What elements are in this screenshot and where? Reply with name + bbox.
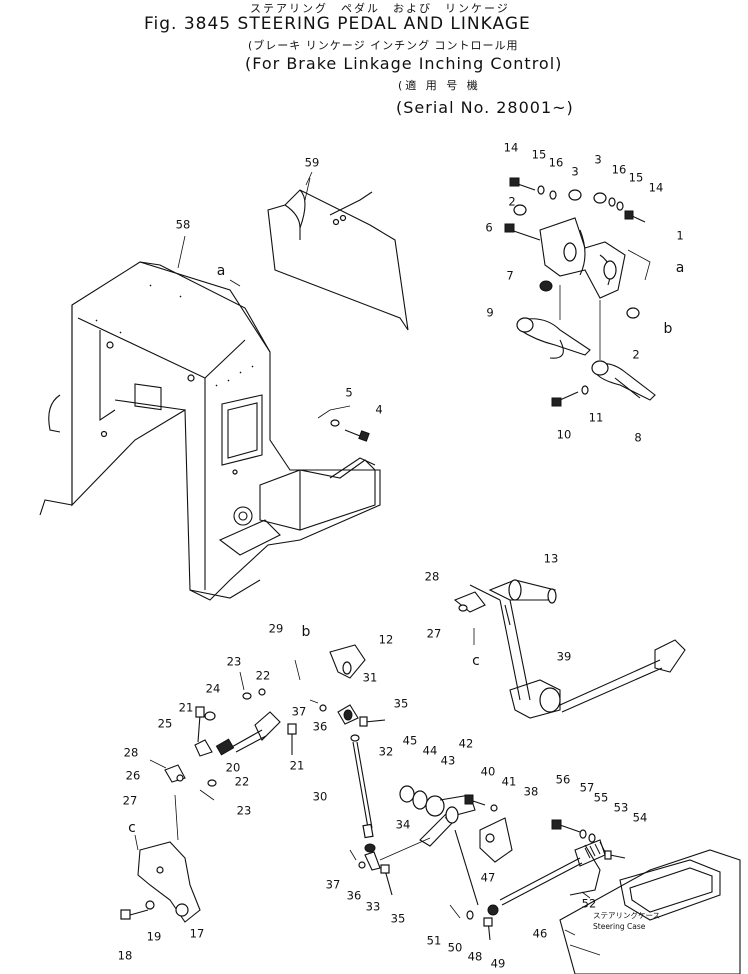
bolt-4-washer-5 (317, 405, 370, 442)
serial-number: (Serial No. 28001~) (396, 98, 574, 117)
part-number-7: 7 (506, 268, 514, 283)
part-number-16: 16 (611, 162, 627, 177)
steering-case-label-jp: ステアリングケース (593, 911, 661, 920)
part-number-55: 55 (593, 790, 609, 805)
figure-title: Fig. 3845 STEERING PEDAL AND LINKAGE (144, 14, 531, 34)
reference-mark-c: c (128, 820, 136, 836)
part-number-2: 2 (632, 347, 640, 362)
reference-mark-b: b (663, 321, 673, 337)
steering-frame-housing (39, 261, 381, 601)
part-number-49: 49 (490, 956, 506, 971)
subtitle-japanese: (ブレーキ リンケージ インチング コントロール用 (248, 39, 519, 52)
part-number-38: 38 (523, 784, 539, 799)
serial-label-japanese: (適 用 号 機 (398, 79, 481, 92)
part-number-31: 31 (362, 670, 378, 685)
part-number-13: 13 (543, 551, 559, 566)
part-number-36: 36 (346, 888, 362, 903)
part-number-12: 12 (378, 632, 394, 647)
part-number-3: 3 (571, 164, 579, 179)
pedal-bracket-group (504, 177, 656, 407)
part-number-30: 30 (312, 789, 328, 804)
part-number-6: 6 (485, 220, 493, 235)
reference-mark-b: b (301, 624, 311, 640)
clevis-31-rod-30 (309, 699, 393, 896)
part-number-54: 54 (632, 810, 648, 825)
part-number-35: 35 (393, 696, 409, 711)
part-number-26: 26 (125, 768, 141, 783)
part-number-53: 53 (613, 800, 629, 815)
part-number-22: 22 (234, 774, 250, 789)
part-number-57: 57 (579, 780, 595, 795)
reference-mark-c: c (472, 653, 480, 669)
part-number-23: 23 (226, 654, 242, 669)
part-number-22: 22 (255, 668, 271, 683)
part-number-8: 8 (634, 430, 642, 445)
part-number-37: 37 (291, 704, 307, 719)
part-number-4: 4 (375, 402, 383, 417)
part-number-35: 35 (390, 911, 406, 926)
part-number-11: 11 (588, 410, 604, 425)
part-number-45: 45 (402, 733, 418, 748)
bracket-17-lever-26 (120, 759, 201, 923)
part-number-34: 34 (395, 817, 411, 832)
part-number-32: 32 (378, 744, 394, 759)
part-number-52: 52 (581, 896, 597, 911)
part-number-42: 42 (458, 736, 474, 751)
part-number-1: 1 (676, 228, 684, 243)
part-number-17: 17 (189, 926, 205, 941)
part-number-15: 15 (531, 147, 547, 162)
cover-plate-59 (267, 177, 409, 331)
part-number-36: 36 (312, 719, 328, 734)
part-number-2: 2 (508, 194, 516, 209)
part-number-14: 14 (648, 180, 664, 195)
part-number-44: 44 (422, 743, 438, 758)
part-number-51: 51 (426, 933, 442, 948)
part-number-29: 29 (268, 621, 284, 636)
part-number-5: 5 (345, 385, 353, 400)
linkage-assembly-13-39 (453, 579, 686, 719)
part-number-20: 20 (225, 760, 241, 775)
part-number-19: 19 (146, 929, 162, 944)
part-number-27: 27 (426, 626, 442, 641)
part-number-56: 56 (555, 772, 571, 787)
part-number-21: 21 (178, 700, 194, 715)
part-number-59: 59 (304, 155, 320, 170)
part-number-15: 15 (628, 170, 644, 185)
part-number-47: 47 (480, 870, 496, 885)
part-number-46: 46 (532, 926, 548, 941)
shaft-42-bracket-38 (379, 785, 513, 906)
reference-mark-a: a (216, 263, 226, 279)
part-number-25: 25 (157, 716, 173, 731)
part-number-58: 58 (175, 217, 191, 232)
part-number-21: 21 (289, 758, 305, 773)
part-number-48: 48 (467, 949, 483, 964)
part-number-33: 33 (365, 899, 381, 914)
part-number-43: 43 (440, 753, 456, 768)
part-number-24: 24 (205, 681, 221, 696)
reference-mark-a: a (675, 260, 685, 276)
part-number-27: 27 (122, 793, 138, 808)
part-number-3: 3 (594, 152, 602, 167)
steering-case-label: Steering Case (593, 922, 646, 931)
part-number-28: 28 (123, 745, 139, 760)
part-number-37: 37 (325, 877, 341, 892)
part-number-39: 39 (556, 649, 572, 664)
part-number-50: 50 (447, 940, 463, 955)
part-number-16: 16 (548, 155, 564, 170)
part-number-14: 14 (503, 140, 519, 155)
part-number-40: 40 (480, 764, 496, 779)
title-japanese: ステアリング ペダル および リンケージ (250, 2, 510, 15)
part-number-23: 23 (236, 803, 252, 818)
part-number-10: 10 (556, 427, 572, 442)
rod-46-spring-53 (449, 819, 626, 941)
subtitle-english: (For Brake Linkage Inching Control) (245, 54, 563, 73)
part-number-41: 41 (501, 774, 517, 789)
lever-12-rod-20 (194, 644, 366, 801)
part-number-9: 9 (486, 305, 494, 320)
steering-case (559, 849, 741, 974)
part-number-18: 18 (117, 948, 133, 963)
part-number-28: 28 (424, 569, 440, 584)
